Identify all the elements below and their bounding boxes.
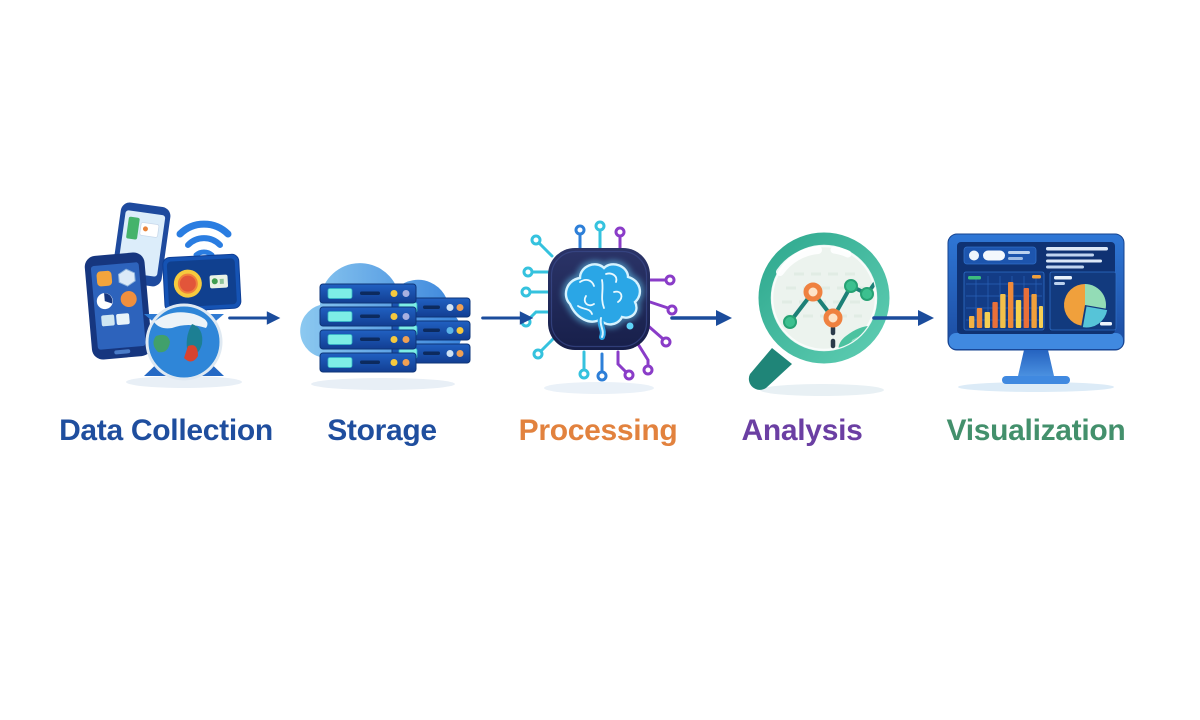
chip-brain-icon <box>520 220 678 394</box>
stage-label-data-collection: Data Collection <box>59 414 273 447</box>
flow-arrow-icon <box>481 311 534 325</box>
magnifier-chart-icon <box>748 232 890 396</box>
flow-arrow-icon <box>670 310 732 326</box>
flow-arrow-icon <box>228 311 281 325</box>
devices-globe-icon <box>84 202 242 388</box>
stage-label-storage: Storage <box>327 414 437 447</box>
flow-arrow-icon <box>872 310 934 326</box>
stage-label-processing: Processing <box>518 414 678 447</box>
stage-label-analysis: Analysis <box>741 414 863 447</box>
stage-label-visualization: Visualization <box>946 414 1126 447</box>
dashboard-monitor-icon <box>947 233 1125 392</box>
cloud-servers-icon <box>300 263 471 390</box>
